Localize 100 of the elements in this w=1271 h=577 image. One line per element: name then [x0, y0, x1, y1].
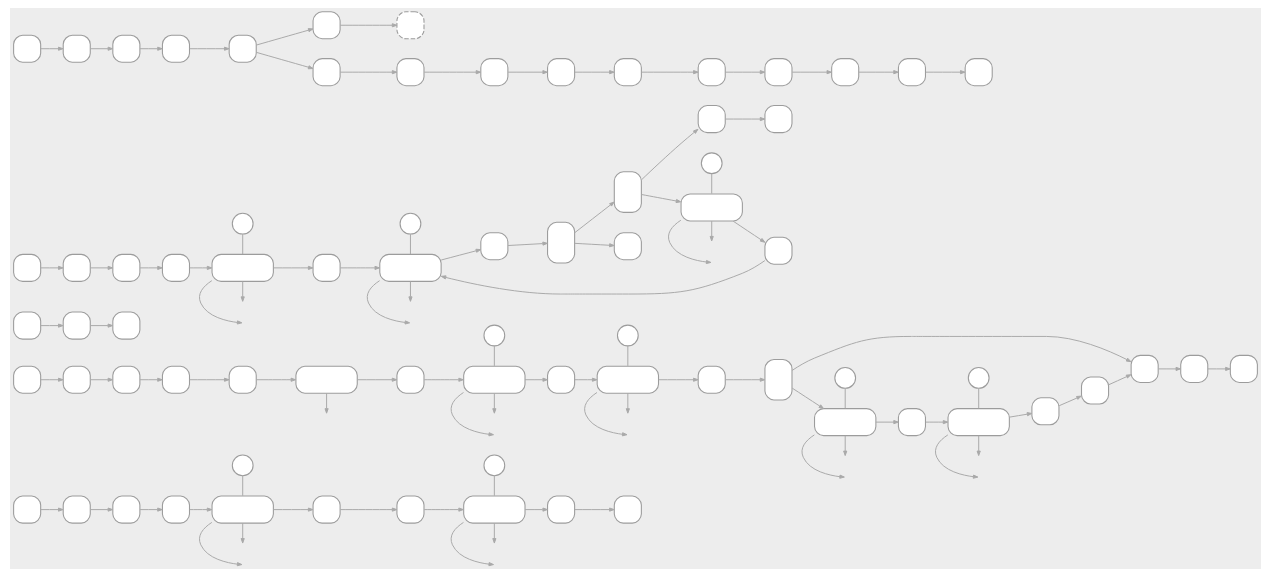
node-box	[13, 365, 42, 394]
node-box	[764, 358, 793, 401]
arrow	[199, 280, 243, 325]
node-box	[161, 495, 191, 524]
node-box	[396, 495, 425, 524]
node-box	[161, 253, 191, 282]
arrow	[1008, 412, 1033, 418]
node-circle	[700, 152, 723, 175]
node-circle	[834, 367, 857, 389]
node-box	[112, 253, 141, 282]
arrow	[272, 265, 314, 270]
arrow	[668, 219, 712, 265]
arrow	[189, 507, 213, 512]
arrow	[40, 265, 64, 270]
node-box	[964, 58, 993, 87]
arrow	[339, 507, 398, 512]
node-box	[312, 11, 341, 40]
node-box	[13, 34, 42, 63]
arrow	[574, 377, 598, 382]
arrow	[139, 265, 163, 270]
node-circle	[967, 367, 990, 389]
node-box	[312, 58, 341, 87]
node-box	[62, 311, 91, 340]
node-box	[814, 408, 877, 437]
node-box	[897, 408, 926, 437]
node-box	[62, 365, 91, 394]
arrow	[255, 377, 297, 382]
node-circle	[483, 454, 506, 477]
arrow	[724, 117, 766, 122]
arrow	[724, 70, 766, 75]
node-box	[396, 58, 425, 87]
arrow	[89, 377, 114, 382]
arrow	[732, 220, 766, 243]
node-box	[211, 495, 274, 524]
node-box	[379, 253, 442, 282]
node-box	[62, 34, 91, 63]
connector	[242, 233, 244, 255]
node-box	[764, 105, 793, 134]
node-box	[547, 495, 576, 524]
arrow	[640, 128, 699, 181]
node-box	[1080, 376, 1110, 405]
node-box	[1229, 354, 1258, 383]
node-circle	[231, 212, 254, 235]
node-box	[112, 365, 141, 394]
arrow	[408, 281, 413, 302]
arrow	[709, 220, 714, 242]
arrow	[584, 392, 628, 437]
arrow	[189, 46, 230, 51]
arrow	[189, 265, 213, 270]
arrow	[339, 265, 380, 270]
arrow	[791, 387, 825, 410]
arrow	[658, 377, 699, 382]
arrow	[272, 507, 314, 512]
arrow	[255, 28, 314, 46]
node-box	[1130, 354, 1159, 383]
arrow	[641, 194, 682, 204]
node-box	[1180, 354, 1209, 383]
arrow	[492, 522, 497, 544]
node-box	[1031, 397, 1060, 426]
arrow	[139, 377, 163, 382]
arrow	[40, 323, 64, 328]
node-box	[312, 495, 341, 524]
arrow	[1157, 366, 1181, 371]
arrow	[339, 23, 398, 28]
node-box	[613, 495, 642, 524]
node-box	[613, 58, 642, 87]
arrow	[139, 507, 163, 512]
arrow	[240, 281, 245, 302]
arrow	[240, 522, 245, 544]
arrow	[189, 377, 230, 382]
arrow	[724, 377, 766, 382]
connector	[844, 387, 846, 409]
connector	[711, 173, 713, 195]
arrow	[356, 377, 398, 382]
arrow	[507, 70, 548, 75]
node-circle	[231, 454, 254, 477]
connector	[493, 345, 495, 367]
arrow	[925, 70, 966, 75]
arrow	[791, 335, 1132, 371]
node-box	[295, 365, 358, 394]
node-box	[596, 365, 660, 394]
node-box	[13, 311, 42, 340]
arrow	[641, 70, 699, 75]
node-box	[764, 236, 793, 265]
connector	[409, 233, 411, 255]
node-box	[680, 193, 743, 222]
arrow	[440, 248, 482, 261]
arrow	[255, 51, 314, 70]
arrow	[574, 242, 615, 248]
arrow	[507, 241, 548, 246]
arrow	[366, 280, 411, 325]
arrow	[40, 507, 64, 512]
node-circle	[483, 324, 506, 347]
arrow	[574, 507, 615, 512]
arrow	[423, 70, 482, 75]
node-box	[463, 365, 526, 394]
node-box	[480, 232, 509, 261]
arrow	[440, 260, 766, 295]
node-circle	[399, 212, 422, 235]
arrow	[450, 392, 494, 437]
